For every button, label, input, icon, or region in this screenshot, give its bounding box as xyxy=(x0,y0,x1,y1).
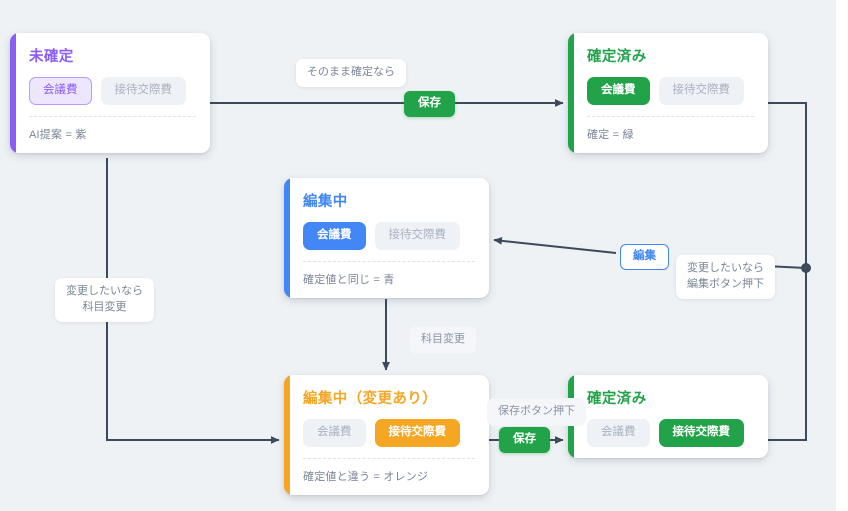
edge-label-line1: 変更したいなら xyxy=(66,285,143,297)
pill-kaigihi-active[interactable]: 会議費 xyxy=(303,222,366,250)
card-divider xyxy=(29,115,196,117)
pill-kaigihi-active[interactable]: 会議費 xyxy=(29,77,92,105)
pill-kaigihi-inactive[interactable]: 会議費 xyxy=(587,419,650,447)
category-pill-group: 会議費 接待交際費 xyxy=(303,419,475,447)
pill-settaikosaihi-inactive[interactable]: 接待交際費 xyxy=(100,77,186,105)
edge-label-save-press: 保存ボタン押下 xyxy=(487,398,586,426)
card-unconfirmed[interactable]: 未確定 会議費 接待交際費 AI提案 = 紫 xyxy=(10,33,210,153)
card-accent-bar xyxy=(568,33,574,153)
card-divider xyxy=(587,115,754,117)
category-pill-group: 会議費 接待交際費 xyxy=(303,222,475,250)
edge-label-line2: 科目変更 xyxy=(82,300,127,313)
pill-settaikosaihi-active[interactable]: 接待交際費 xyxy=(374,419,460,447)
category-pill-group: 会議費 接待交際費 xyxy=(587,77,754,105)
save-button-bottom[interactable]: 保存 xyxy=(499,427,550,453)
edge-label-change-category: 変更したいなら 科目変更 xyxy=(55,278,154,322)
card-title: 未確定 xyxy=(29,49,74,65)
card-accent-bar xyxy=(284,375,290,495)
card-editing-changed[interactable]: 編集中（変更あり） 会議費 接待交際費 確定値と違う = オレンジ xyxy=(284,375,489,495)
card-accent-bar xyxy=(284,178,290,298)
edge-label-change-item: 科目変更 xyxy=(410,326,476,354)
edge-label-line2: 編集ボタン押下 xyxy=(687,277,764,290)
pill-settaikosaihi-inactive[interactable]: 接待交際費 xyxy=(374,222,460,250)
edge-label-edit-press: 変更したいなら 編集ボタン押下 xyxy=(676,255,775,299)
card-title: 編集中 xyxy=(303,194,348,210)
card-note: 確定値と違う = オレンジ xyxy=(303,470,429,483)
card-divider xyxy=(303,457,475,459)
edge-label-as-is: そのまま確定なら xyxy=(296,59,406,87)
pill-settaikosaihi-active[interactable]: 接待交際費 xyxy=(658,419,744,447)
edge-right-bus-top xyxy=(768,102,807,268)
right-edge-strip xyxy=(836,0,848,511)
category-pill-group: 会議費 接待交際費 xyxy=(587,419,754,447)
edge-label-line1: 変更したいなら xyxy=(687,262,764,274)
connector-junction-dot xyxy=(801,263,811,273)
card-accent-bar xyxy=(10,33,16,153)
card-confirmed-bottom[interactable]: 確定済み 会議費 接待交際費 xyxy=(568,375,768,458)
card-note: 確定値と同じ = 青 xyxy=(303,273,395,286)
edge-edit-to-editing xyxy=(493,236,617,254)
card-editing[interactable]: 編集中 会議費 接待交際費 確定値と同じ = 青 xyxy=(284,178,489,298)
card-divider xyxy=(303,260,475,262)
edit-button[interactable]: 編集 xyxy=(620,244,669,270)
save-button-top[interactable]: 保存 xyxy=(404,91,455,117)
card-note: AI提案 = 紫 xyxy=(29,128,87,141)
card-title: 確定済み xyxy=(587,49,647,65)
card-title: 編集中（変更あり） xyxy=(303,391,438,407)
pill-kaigihi-active[interactable]: 会議費 xyxy=(587,77,650,105)
pill-kaigihi-inactive[interactable]: 会議費 xyxy=(303,419,366,447)
category-pill-group: 会議費 接待交際費 xyxy=(29,77,196,105)
pill-settaikosaihi-inactive[interactable]: 接待交際費 xyxy=(658,77,744,105)
card-title: 確定済み xyxy=(587,391,647,407)
card-confirmed-top[interactable]: 確定済み 会議費 接待交際費 確定 = 緑 xyxy=(568,33,768,153)
card-note: 確定 = 緑 xyxy=(587,128,634,141)
